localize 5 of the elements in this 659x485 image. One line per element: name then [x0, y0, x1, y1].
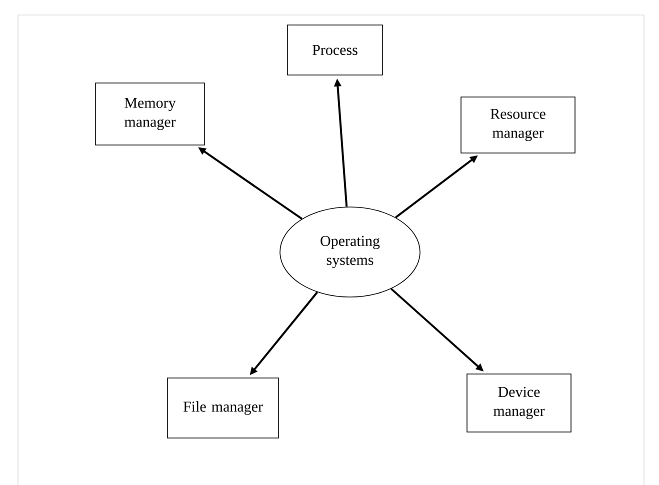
- process-box: Process: [287, 24, 383, 76]
- process-box: Resource manager: [460, 96, 576, 154]
- process-box: Memory manager: [95, 82, 205, 146]
- process-box: File manager: [167, 378, 279, 438]
- process-box: Device manager: [466, 374, 572, 432]
